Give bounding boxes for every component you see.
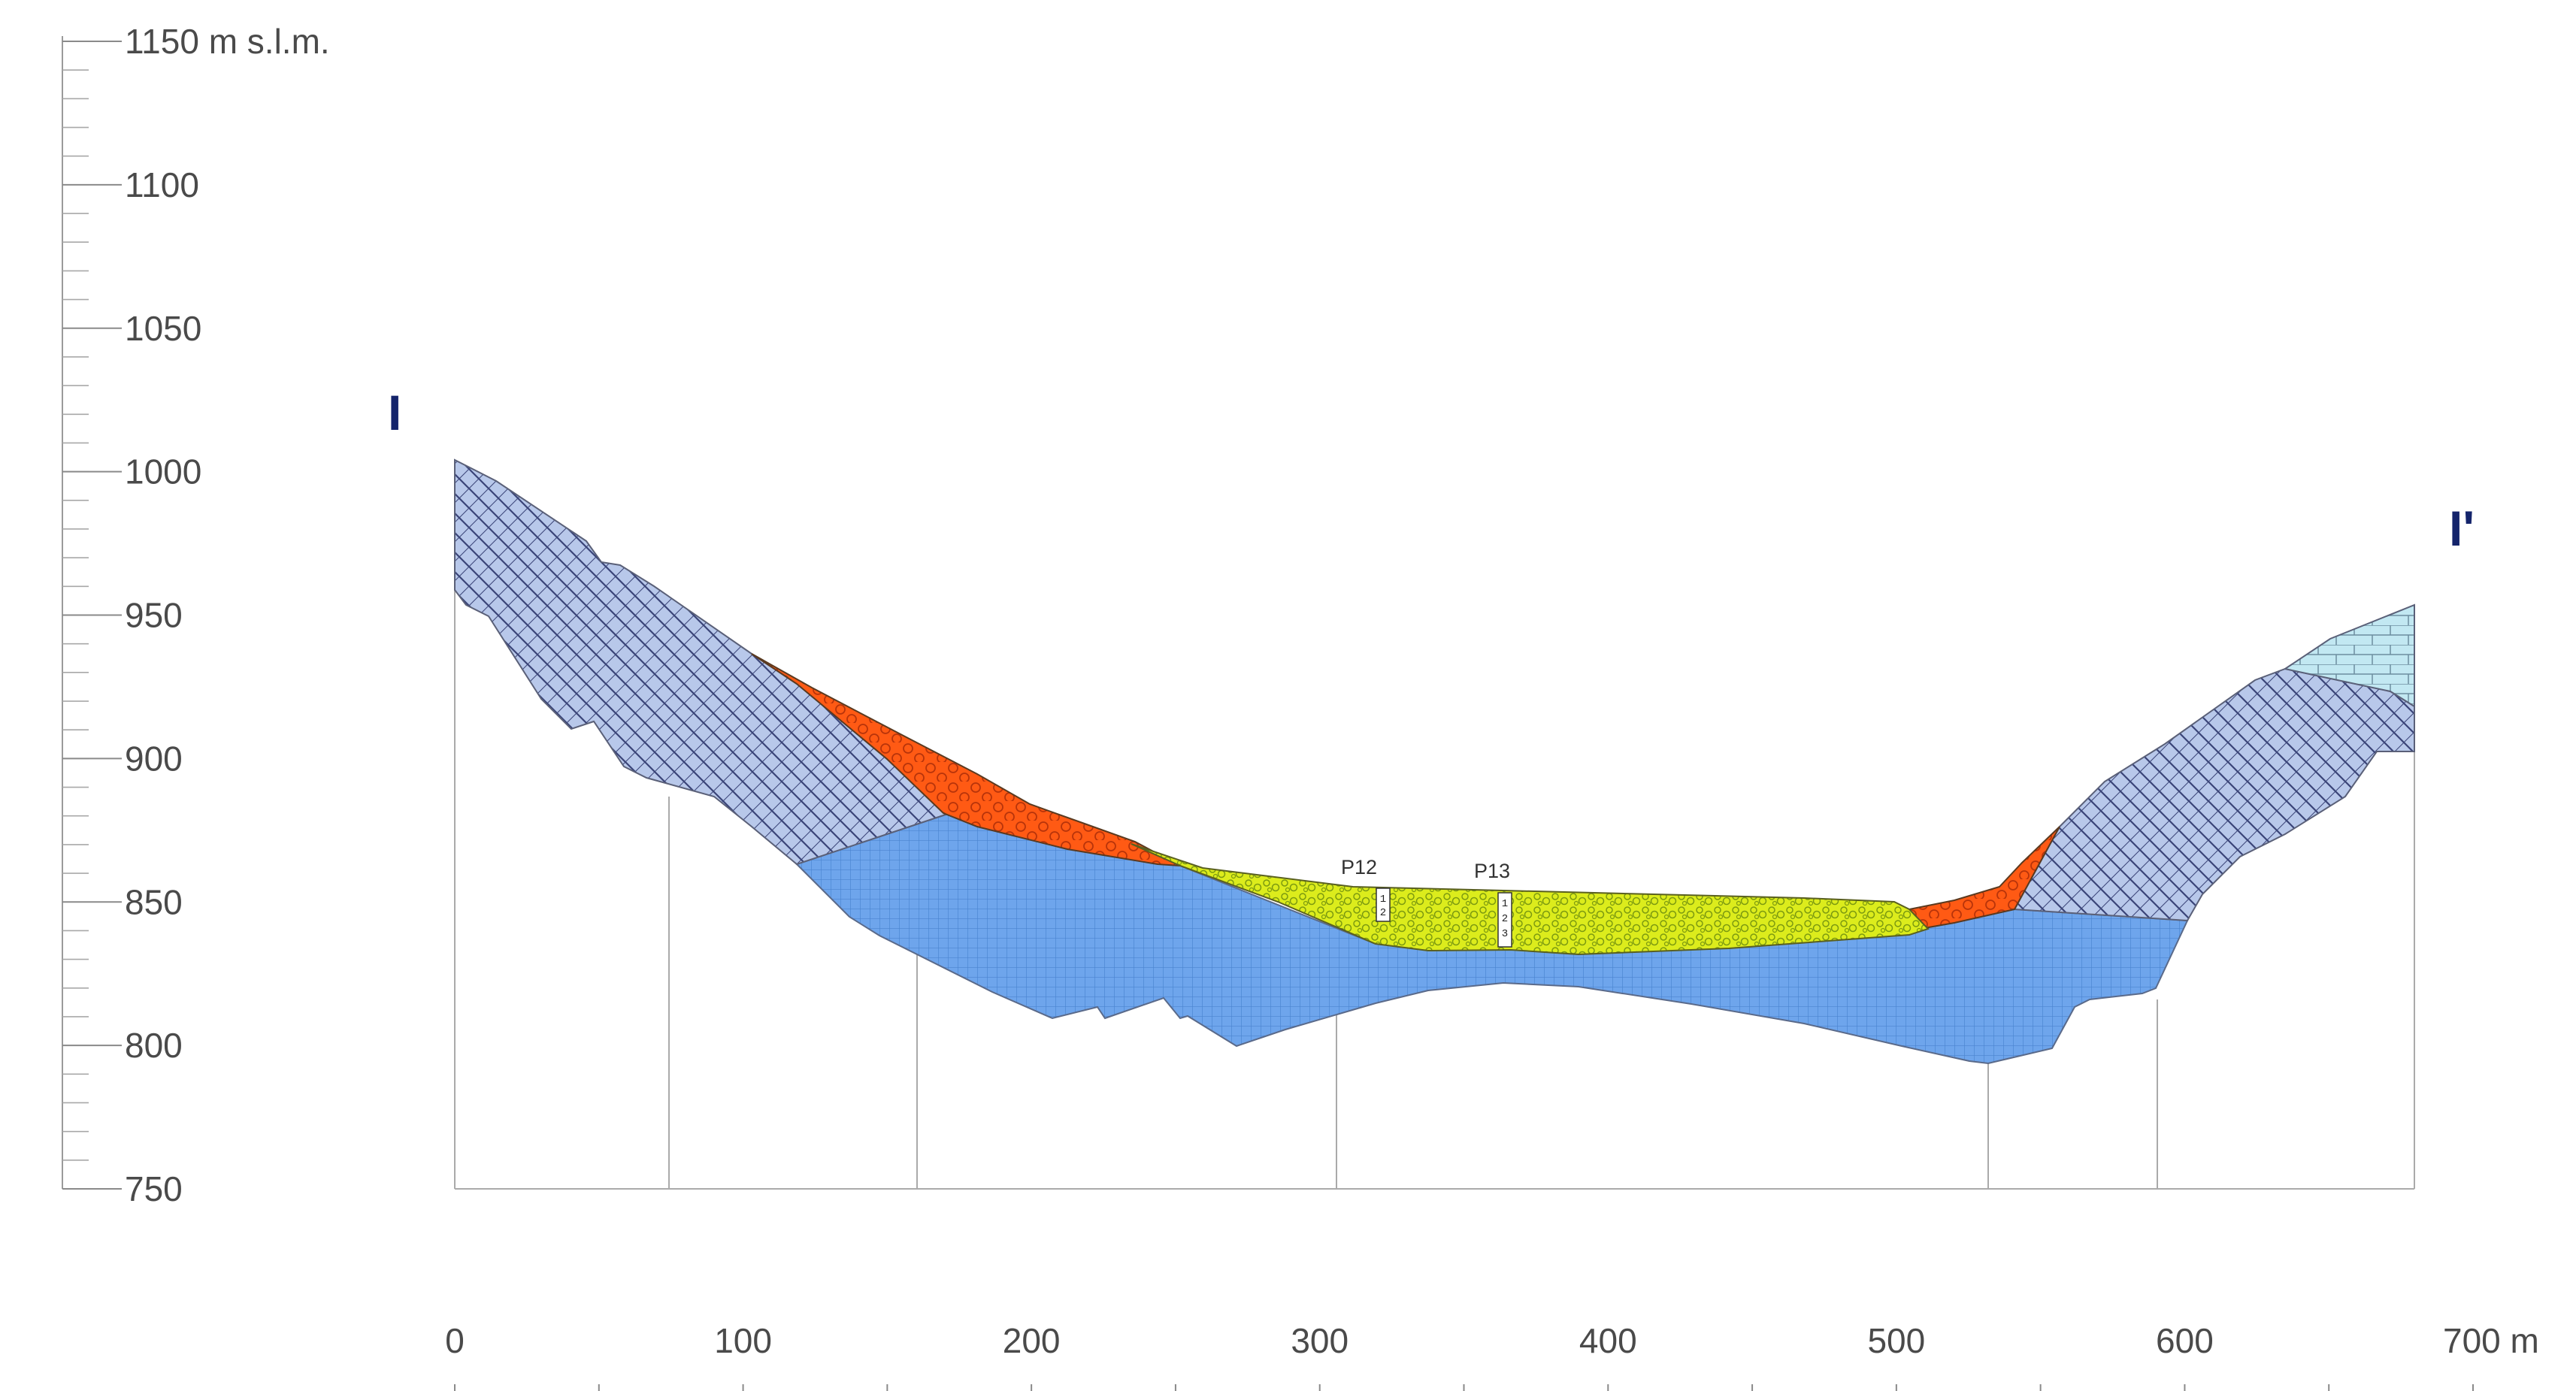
- borehole-label: P13: [1474, 860, 1510, 882]
- elevation-tick-label: 800: [125, 1026, 183, 1065]
- elevation-ruler: 1150 m s.l.m. 1100 1050 1000 950 900 850 800 750: [62, 22, 330, 1208]
- distance-tick-label: 500: [1867, 1321, 1925, 1360]
- elevation-tick-label: 750: [125, 1169, 183, 1208]
- elevation-tick-label: 850: [125, 882, 183, 921]
- distance-tick-label: 100: [714, 1321, 772, 1360]
- section-start-label: I: [388, 385, 401, 440]
- borehole-label: P12: [1341, 856, 1377, 878]
- limestone-unit: [2283, 603, 2415, 708]
- distance-tick-label: 200: [1003, 1321, 1061, 1360]
- distance-tick-label: 700 m: [2443, 1321, 2539, 1360]
- borehole-code: 2: [1502, 913, 1508, 925]
- borehole-code: 3: [1502, 928, 1508, 940]
- elevation-tick-label: 1000: [125, 452, 201, 491]
- elevation-tick-label: 1150 m s.l.m.: [125, 22, 330, 61]
- elevation-tick-label: 1050: [125, 309, 201, 348]
- boreholes: P12 1 2 P13 1 2 3: [1341, 856, 1512, 948]
- distance-tick-label: 300: [1291, 1321, 1349, 1360]
- borehole-code: 2: [1380, 907, 1386, 919]
- distance-tick-marks: [454, 1384, 2474, 1391]
- distance-ruler: 0 100 200 300 400 500 600 700 m: [445, 1321, 2539, 1391]
- bedrock-schist-left: [454, 458, 958, 866]
- borehole-column: [1497, 892, 1512, 948]
- borehole-code: 1: [1502, 898, 1508, 910]
- distance-tick-labels: 0 100 200 300 400 500 600 700 m: [445, 1321, 2539, 1360]
- section-end-label: I': [2449, 500, 2475, 556]
- geological-units: [454, 458, 2415, 1065]
- distance-tick-label: 600: [2156, 1321, 2214, 1360]
- distance-tick-label: 400: [1579, 1321, 1637, 1360]
- distance-tick-label: 0: [445, 1321, 465, 1360]
- elevation-major-ticks: 1150 m s.l.m. 1100 1050 1000 950 900 850 800 750: [62, 22, 330, 1208]
- borehole-p13[interactable]: P13 1 2 3: [1474, 860, 1512, 948]
- borehole-column: [1376, 888, 1391, 922]
- elevation-tick-label: 950: [125, 596, 183, 635]
- borehole-code: 1: [1380, 894, 1386, 906]
- landslide-unit-right: [1908, 826, 2060, 930]
- elevation-tick-label: 900: [125, 739, 183, 778]
- bedrock-schist-right: [2013, 667, 2415, 922]
- elevation-tick-label: 1100: [125, 165, 199, 204]
- alluvium-unit: [1131, 843, 1930, 956]
- borehole-p12[interactable]: P12 1 2: [1341, 856, 1391, 922]
